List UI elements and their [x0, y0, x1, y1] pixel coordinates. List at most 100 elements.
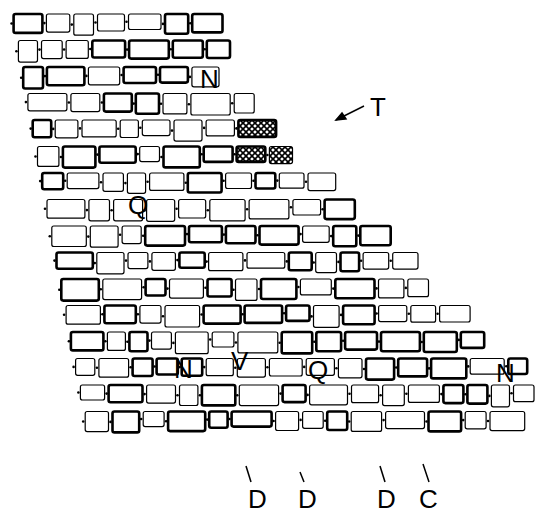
junction-dot — [29, 127, 32, 130]
brick — [47, 67, 85, 85]
junction-dot — [299, 419, 302, 422]
brick — [440, 306, 471, 323]
junction-dot — [52, 128, 55, 131]
brick — [256, 173, 276, 189]
junction-dot — [63, 314, 66, 317]
junction-dot — [395, 366, 398, 369]
junction-dot — [204, 48, 207, 51]
junction-dot — [77, 391, 80, 394]
junction-dot — [360, 260, 363, 263]
junction-dot — [15, 50, 18, 53]
junction-dot — [63, 48, 66, 51]
arrow-head — [336, 113, 346, 120]
brick — [52, 226, 87, 247]
brick — [175, 332, 208, 354]
brick — [206, 120, 234, 136]
junction-dot — [143, 393, 146, 396]
brick — [129, 14, 162, 30]
region-letter: C — [417, 486, 440, 512]
brick — [191, 94, 230, 116]
brick — [408, 385, 439, 402]
junction-dot — [272, 420, 275, 423]
brick — [260, 226, 299, 245]
junction-dot — [142, 235, 145, 238]
brick — [514, 385, 535, 402]
brick — [261, 279, 296, 299]
brick — [165, 306, 200, 328]
brick — [351, 412, 381, 432]
brick — [122, 226, 141, 244]
brick — [103, 279, 142, 300]
brick — [61, 279, 99, 301]
junction-dot — [20, 76, 23, 79]
junction-dot — [53, 259, 56, 262]
brick — [127, 173, 145, 193]
junction-dot — [405, 287, 408, 290]
brick — [206, 359, 233, 376]
junction-dot — [176, 259, 179, 262]
brick — [76, 359, 95, 376]
junction-dot — [160, 156, 163, 159]
brick — [239, 385, 278, 406]
brick — [303, 412, 324, 429]
brick — [152, 332, 172, 349]
brick — [443, 385, 463, 403]
brick — [74, 14, 94, 35]
junction-dot — [335, 367, 338, 370]
junction-dot — [149, 260, 152, 263]
junction-dot — [236, 394, 239, 397]
brick — [173, 41, 203, 58]
brick — [232, 412, 272, 427]
brick — [316, 253, 337, 273]
brick — [210, 200, 245, 221]
brick — [283, 385, 306, 402]
brick — [209, 253, 243, 271]
junction-dot — [313, 340, 316, 343]
junction-dot — [233, 153, 236, 156]
junction-dot — [166, 287, 169, 290]
junction-dot — [104, 340, 107, 343]
junction-dot — [185, 181, 188, 184]
junction-dot — [140, 418, 143, 421]
junction-dot — [129, 366, 132, 369]
junction-dot — [125, 21, 128, 24]
brick — [247, 253, 285, 269]
brick — [129, 332, 147, 351]
junction-dot — [244, 259, 247, 262]
junction-dot — [72, 366, 75, 369]
junction-dot — [189, 22, 192, 25]
brick — [46, 14, 69, 32]
junction-dot — [38, 48, 41, 51]
junction-dot — [117, 128, 120, 131]
brick — [42, 173, 63, 189]
brick — [314, 306, 340, 328]
brick — [245, 306, 283, 323]
leader-line — [380, 466, 385, 482]
brick — [85, 412, 108, 432]
region-letter: V — [229, 348, 250, 374]
brick — [341, 253, 360, 272]
brick — [88, 67, 119, 85]
brick — [188, 173, 222, 193]
junction-dot — [235, 341, 238, 344]
brick — [146, 279, 166, 296]
brick — [303, 226, 330, 242]
brick — [164, 147, 200, 168]
junction-dot — [162, 315, 165, 318]
brick — [42, 41, 63, 59]
brick — [234, 94, 254, 114]
brick — [226, 226, 256, 243]
brick — [212, 332, 234, 347]
junction-dot — [231, 102, 234, 105]
junction-dot — [79, 127, 82, 130]
brick — [467, 385, 487, 404]
junction-dot — [101, 313, 104, 316]
junction-dot — [321, 208, 324, 211]
junction-dot — [44, 75, 47, 78]
junction-dot — [297, 286, 300, 289]
brick — [170, 279, 204, 298]
region-letter: D — [246, 486, 269, 512]
junction-dot — [68, 101, 71, 104]
brick — [147, 200, 175, 222]
